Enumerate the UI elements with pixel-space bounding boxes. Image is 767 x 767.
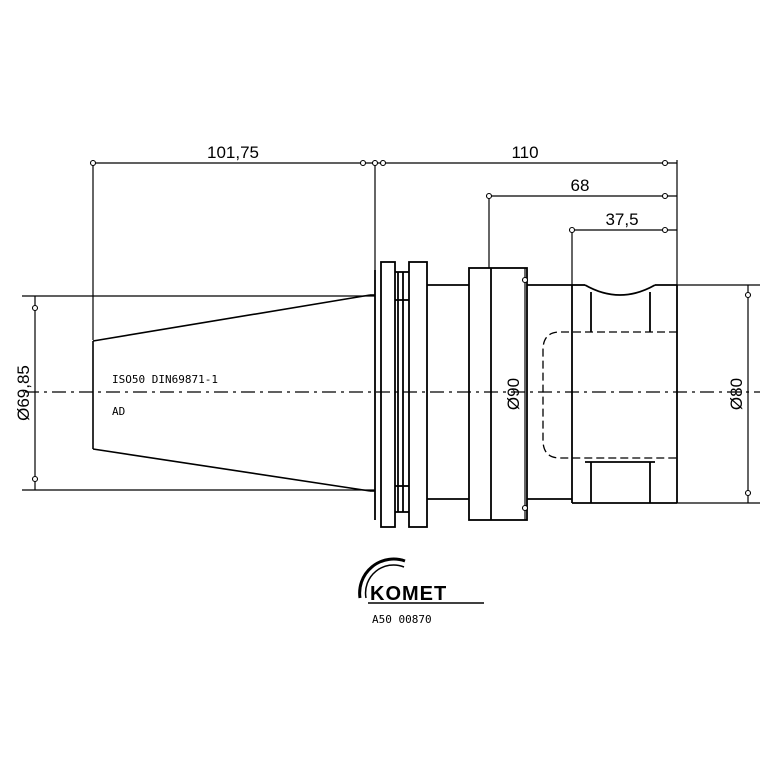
dim-taper-diameter: Ø69,85 [14,365,33,421]
dim-nose-diameter: Ø80 [727,378,746,410]
taper-shank [92,294,375,492]
internal-bore [542,331,677,459]
komet-logo: KOMET [358,557,484,605]
dim-nose-length: 37,5 [605,210,638,229]
nose-section [571,284,678,504]
logo-brand: KOMET [370,583,447,605]
logo-arc [358,557,406,599]
flange-collar [374,261,428,528]
dim-total-length: 110 [511,143,538,162]
dimension-ticks [31,159,752,512]
dim-taper-length: 101,75 [207,143,259,162]
dim-body-length: 68 [571,176,590,195]
tool-body [427,267,572,521]
part-number: A50 00870 [372,613,432,626]
dim-flange-diameter: Ø90 [504,378,523,410]
standard-label: ISO50 DIN69871-1 [112,373,218,386]
variant-label: AD [112,405,125,418]
dimension-lines [22,160,760,520]
